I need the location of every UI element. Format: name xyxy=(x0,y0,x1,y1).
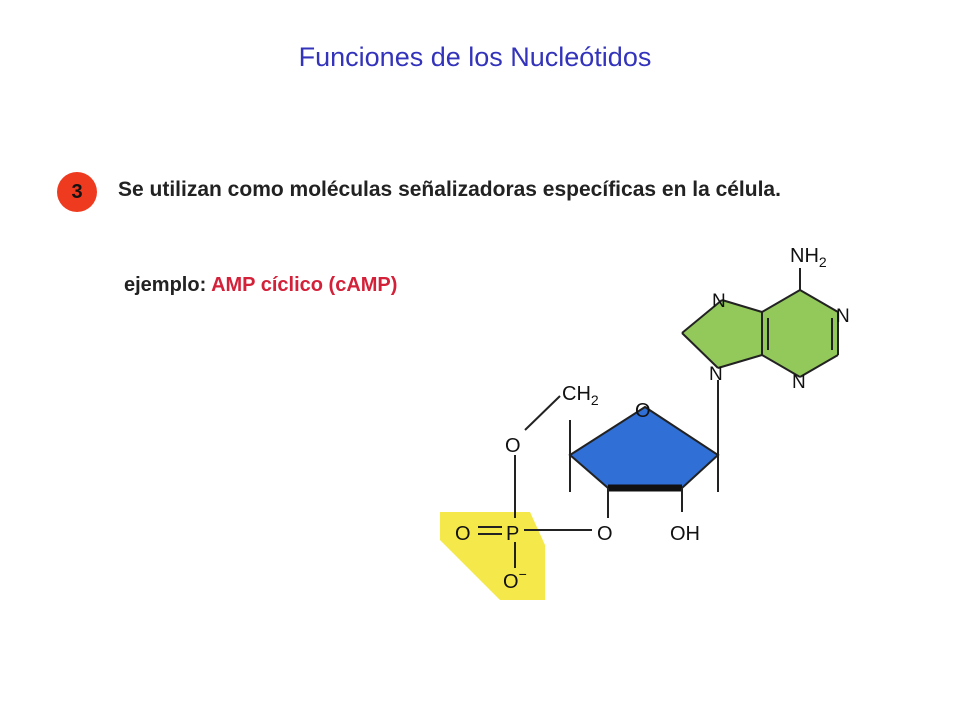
n3-label: N xyxy=(792,372,806,393)
ring-oxygen-label: O xyxy=(635,400,651,422)
o3-bridge-label: O xyxy=(597,523,613,545)
ch2-label: CH2 xyxy=(562,383,599,408)
point-number-badge: 3 xyxy=(57,172,97,212)
phosphorus-label: P xyxy=(506,523,519,545)
phosphate-highlight xyxy=(440,512,545,600)
hydroxyl-label: OH xyxy=(670,523,700,545)
point-statement: Se utilizan como moléculas señalizadoras… xyxy=(118,178,781,201)
phosphate-double-o-label: O xyxy=(455,523,471,545)
ribose-bonds xyxy=(478,395,719,568)
slide-title: Funciones de los Nucleótidos xyxy=(298,42,652,72)
o5-bridge-label: O xyxy=(505,435,521,457)
point-number: 3 xyxy=(71,180,83,203)
adenine-six-ring xyxy=(762,290,838,377)
example-molecule-name: AMP cíclico (cAMP) xyxy=(211,274,398,296)
n9-label: N xyxy=(709,364,723,385)
nh2-label: NH2 xyxy=(790,245,827,270)
n1-label: N xyxy=(836,306,850,327)
n7-label: N xyxy=(712,291,726,312)
phosphate-o-minus-label: O− xyxy=(503,566,527,593)
example-line: ejemplo: AMP cíclico (cAMP) xyxy=(124,274,397,297)
example-label: ejemplo: xyxy=(124,274,207,296)
adenine-bonds xyxy=(681,268,839,378)
